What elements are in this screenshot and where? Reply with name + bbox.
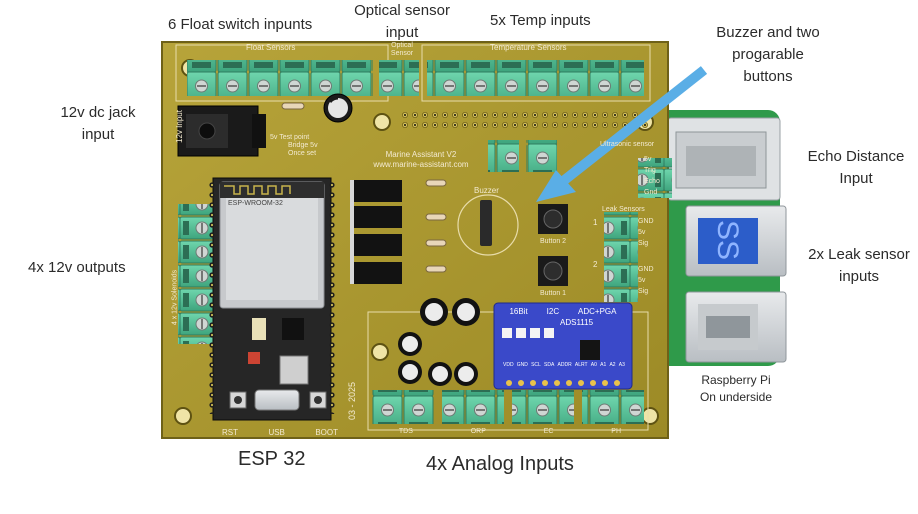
adc-pin: SCL [531, 362, 541, 368]
dc-jack [177, 105, 266, 157]
label-pi-line1: Raspberry Pi [701, 373, 771, 387]
label-temp-inputs: 5x Temp inputs [490, 12, 591, 29]
silk-float-sensors: Float Sensors [246, 43, 296, 52]
label-leak-line1: 2x Leak sensor [808, 246, 910, 263]
silk-echo-pins: 5v Trig Echo Gnd [644, 154, 660, 198]
label-optical-sensor-line1: Optical sensor [354, 2, 450, 19]
svg-text:SS: SS [711, 220, 744, 260]
label-dc-jack-line2: input [81, 126, 115, 143]
silk-leak-sensors: Leak Sensors [602, 206, 645, 213]
adc-pin: VDD [503, 362, 514, 368]
silk-leak-pin: GND [638, 218, 654, 225]
silk-temperature-sensors: Temperature Sensors [490, 43, 567, 52]
silk-optical-sensor: Optical Sensor [390, 42, 414, 57]
silk-analog-label: PH [611, 428, 622, 435]
float-switch-terminals [187, 60, 373, 96]
silk-bridge: Bridge 5v [288, 142, 318, 149]
silk-date: 03 - 2025 [347, 381, 357, 421]
label-leak-sensor: 2x Leak sensor inputs [800, 244, 918, 288]
silk-leak-2: 2 [593, 260, 598, 269]
label-echo-line2: Input [839, 170, 873, 187]
buzzer [457, 194, 519, 256]
adc-pins: VDD GND SCL SDA ADDR ALRT A0 A1 A2 A3 [503, 362, 625, 368]
silk-leak-1: 1 [593, 218, 598, 227]
silk-jack: 12v Input [174, 110, 184, 143]
label-leak-line2: inputs [838, 268, 880, 285]
silk-echo-pin: Echo [644, 178, 660, 185]
label-dc-jack-line1: 12v dc jack [60, 104, 136, 121]
echo-leak-terminals [604, 158, 672, 302]
adc-pin: A0 [590, 362, 597, 368]
label-esp32: ESP 32 [238, 448, 306, 470]
adc-pin: ADDR [557, 362, 572, 368]
silk-leak-pin: Sig [638, 288, 649, 295]
adc-pin: GND [516, 362, 528, 368]
silk-analog-labels: TDS ORP EC PH [370, 428, 650, 435]
adc-title-part: 16Bit [509, 307, 528, 316]
adc-pin: SDA [544, 362, 555, 368]
label-buzzer-line3: buttons [743, 68, 793, 85]
silk-echo-pin: Trig [644, 167, 656, 174]
adc-pin: A3 [618, 362, 625, 368]
silk-buzzer: Buzzer [474, 186, 499, 195]
silk-analog-label: TDS [398, 428, 413, 435]
adc-title-part: ADC+PGA [578, 307, 617, 316]
silk-button1: Button 1 [540, 290, 567, 297]
label-optical-sensor: Optical sensor input [346, 0, 458, 44]
adc-title-part: I2C [546, 307, 560, 316]
silk-boot: BOOT [315, 428, 338, 437]
silk-analog-label: EC [543, 428, 554, 435]
label-float-switch: 6 Float switch inpunts [168, 16, 313, 33]
silk-esp-buttons: RST USB BOOT [222, 428, 338, 437]
label-analog-inputs: 4x Analog Inputs [426, 453, 574, 475]
silk-usb: USB [268, 428, 285, 437]
label-buzzer-line2: progarable [732, 46, 804, 63]
label-dc-jack: 12v dc jack input [42, 102, 154, 146]
adc-pin: A1 [600, 362, 607, 368]
temp-sensor-terminals [427, 60, 644, 96]
label-pi-line2: On underside [699, 390, 773, 404]
silk-testpoint: 5v Test point Bridge 5v Once set [270, 134, 318, 158]
silk-leak-pin: 5v [638, 229, 646, 236]
adc-name: ADS1115 [560, 318, 594, 327]
capacitors [398, 298, 480, 386]
silk-leak-pin: GND [638, 266, 654, 273]
silk-test-point: 5v Test point [270, 134, 310, 141]
silk-echo-pin: Gnd [644, 189, 658, 196]
pointer-arrow [536, 66, 708, 202]
silk-url: www.marine-assistant.com [373, 160, 469, 169]
module-chip-label: ESP-WROOM-32 [228, 200, 283, 207]
label-echo-distance: Echo Distance Input [794, 146, 918, 190]
label-12v-outputs: 4x 12v outputs [28, 259, 126, 276]
silk-analog-label: ORP [470, 428, 486, 435]
silk-leak-pin: 5v [638, 277, 646, 284]
silk-leak-pin: Sig [638, 240, 649, 247]
silk-echo-pin: 5v [644, 156, 652, 163]
label-raspberry-pi: Raspberry Pi On underside [682, 372, 790, 406]
label-buzzer-line1: Buzzer and two [716, 24, 820, 41]
raspberry-pi-board: SS [648, 110, 787, 366]
adc-pin: ALRT [574, 362, 588, 368]
ads1115-module [493, 302, 633, 390]
adc-title: 16Bit I2C ADC+PGA [500, 307, 626, 316]
analog-terminals [372, 390, 644, 424]
label-optical-sensor-line2: input [385, 24, 419, 41]
silk-outputs: 4 x 12v Solenoids [171, 269, 179, 326]
adc-pin: A2 [609, 362, 616, 368]
silk-button2: Button 2 [540, 238, 567, 245]
silk-title: Marine Assistant V2 [385, 150, 457, 159]
label-echo-line1: Echo Distance [807, 148, 905, 165]
silk-leak-pins-1: GND 5v Sig [638, 216, 654, 249]
silk-title-block: Marine Assistant V2 www.marine-assistant… [363, 150, 479, 170]
silk-rst: RST [222, 428, 238, 437]
silk-ultrasonic: Ultrasonic sensor [600, 141, 655, 148]
buttons [538, 204, 568, 286]
label-buzzer-buttons: Buzzer and two progarable buttons [702, 22, 834, 88]
esp32-module [208, 177, 337, 421]
mosfets [350, 179, 447, 284]
silk-once-set: Once set [288, 150, 317, 157]
optical-sensor-terminal [379, 60, 419, 96]
silk-leak-pins-2: GND 5v Sig [638, 264, 654, 297]
